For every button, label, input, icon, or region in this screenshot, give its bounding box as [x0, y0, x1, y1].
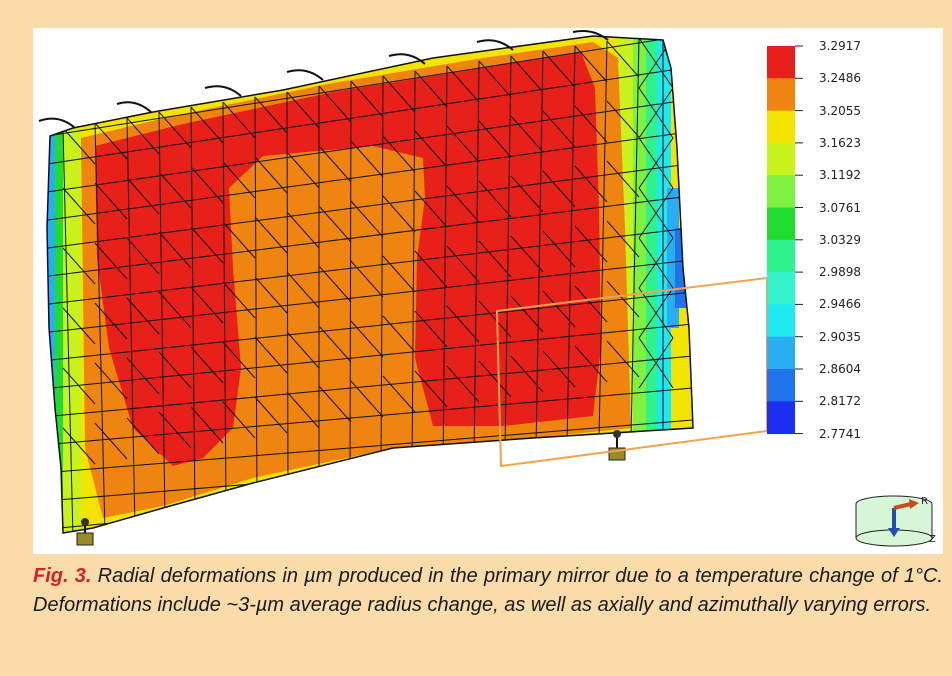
legend-swatch: [767, 46, 795, 79]
r-arrow: [893, 502, 912, 510]
legend-swatch: [767, 175, 795, 208]
axis-triad: R Z: [855, 495, 936, 547]
figure-label: Fig. 3.: [33, 565, 92, 587]
mesh-lines: [47, 36, 693, 533]
legend-swatch: [767, 401, 795, 435]
legend-swatch: [767, 207, 795, 241]
legend-value-label: 2.9466: [819, 297, 861, 312]
support-left: [76, 518, 94, 546]
legend-swatch: [767, 78, 795, 112]
legend-value-label: 2.8604: [819, 362, 861, 376]
legend-swatch: [767, 304, 795, 338]
r-axis-label: R: [921, 496, 928, 507]
z-axis-label: Z: [929, 534, 936, 545]
legend-value-label: 3.2917: [819, 39, 861, 53]
legend-swatch: [767, 239, 795, 273]
legend-swatch: [767, 336, 795, 370]
legend-value-label: 3.1192: [819, 168, 861, 183]
legend-value-label: 2.7741: [819, 426, 861, 441]
legend-swatch: [767, 142, 795, 176]
figure-caption: Fig. 3. Radial deformations in µm produc…: [33, 562, 943, 620]
caption-text: Radial deformations in µm produced in th…: [33, 565, 943, 616]
legend-swatch: [767, 110, 795, 144]
legend-value-label: 3.2486: [819, 71, 861, 86]
load-arrows: [38, 30, 609, 129]
legend-value-label: 2.9035: [819, 329, 861, 344]
legend-value-label: 3.0761: [819, 200, 861, 215]
support-right: [608, 430, 626, 461]
legend-value-label: 3.1623: [819, 135, 861, 150]
color-legend-bar: [767, 45, 803, 435]
legend-value-label: 3.0329: [819, 232, 861, 247]
legend-swatch: [767, 272, 795, 305]
legend-value-label: 2.8172: [819, 394, 861, 409]
legend-value-label: 3.2055: [819, 103, 861, 118]
legend-value-label: 2.9898: [819, 265, 861, 280]
figure-panel: 3.2917 3.2486 3.2055 3.1623 3.1192 3.0761 3.03…: [33, 28, 943, 554]
legend-swatch: [767, 369, 795, 402]
fea-contour-plot: [38, 30, 803, 546]
